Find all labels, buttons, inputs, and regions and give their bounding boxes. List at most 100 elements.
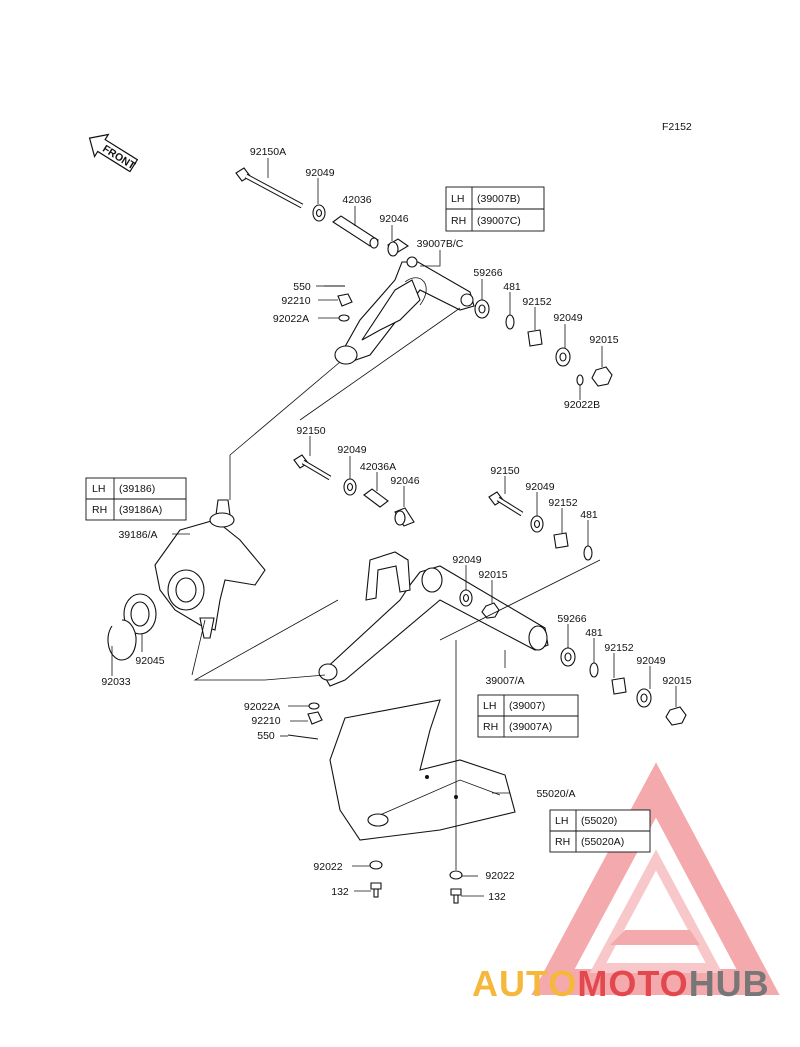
lower-a-arm <box>318 551 549 687</box>
table-upper-arm: LH (39007B) RH (39007C) <box>445 186 545 232</box>
label-92152-right: 92152 <box>548 497 577 509</box>
lower-rh-part: (39007A) <box>509 721 552 733</box>
label-92049-top2: 92049 <box>553 312 582 324</box>
label-39007A: 39007/A <box>485 675 524 687</box>
washer-92022-left <box>369 860 383 870</box>
label-92015-low: 92015 <box>478 569 507 581</box>
lower-lh-label: LH <box>483 700 496 712</box>
label-92049-right: 92049 <box>525 481 554 493</box>
bush-92046-mid <box>394 507 415 527</box>
svg-text:AUTOMOTOHUB: AUTOMOTOHUB <box>472 963 770 1004</box>
label-481-right: 481 <box>580 509 598 521</box>
upper-rh-label: RH <box>451 215 466 227</box>
label-92046-top: 92046 <box>379 213 408 225</box>
bolt-132-right <box>450 888 462 904</box>
bolt-132-left <box>370 882 382 898</box>
nut-92015-top <box>591 366 613 387</box>
label-92210-low: 92210 <box>251 715 280 727</box>
front-arrow-icon: FRONT <box>88 133 139 173</box>
label-92150A: 92150A <box>250 146 286 158</box>
bolt-92150A <box>235 167 304 209</box>
label-92049-low2: 92049 <box>636 655 665 667</box>
watermark-part2: MOTO <box>577 963 688 1004</box>
table-guard: LH (55020) RH (55020A) <box>549 809 651 853</box>
label-92033: 92033 <box>101 676 130 688</box>
label-550-low: 550 <box>257 730 275 742</box>
label-132-right: 132 <box>488 891 506 903</box>
ring-481-top <box>505 314 515 330</box>
steering-knuckle <box>154 499 266 639</box>
guard-lh-label: LH <box>555 815 568 827</box>
watermark-logo <box>531 762 780 995</box>
washer-92022A-top <box>338 314 350 322</box>
collar-92152-top <box>527 329 543 347</box>
watermark-text: AUTOMOTOHUB <box>472 963 770 1004</box>
collar-92152-low <box>611 677 627 695</box>
table-lower-arm: LH (39007) RH (39007A) <box>477 694 579 738</box>
label-92022A-low: 92022A <box>244 701 280 713</box>
label-550-top: 550 <box>293 281 311 293</box>
leader-lines <box>111 158 677 897</box>
label-42036: 42036 <box>342 194 371 206</box>
label-92045: 92045 <box>135 655 164 667</box>
nut-92015-low <box>481 602 500 619</box>
bush-92046-top <box>386 238 410 257</box>
nut-92015-low2 <box>665 706 687 726</box>
knuckle-lh-label: LH <box>92 483 105 495</box>
label-92210-top: 92210 <box>281 295 310 307</box>
label-55020A: 55020/A <box>536 788 575 800</box>
ring-481-right <box>583 545 593 561</box>
label-92046-mid: 92046 <box>390 475 419 487</box>
upper-rh-part: (39007C) <box>477 215 521 227</box>
label-59266-top: 59266 <box>473 267 502 279</box>
washer-92022-right <box>449 870 463 880</box>
label-39007BC: 39007B/C <box>417 238 464 250</box>
label-92022-right: 92022 <box>485 870 514 882</box>
upper-lh-part: (39007B) <box>477 193 520 205</box>
label-92049-top: 92049 <box>305 167 334 179</box>
label-92150: 92150 <box>296 425 325 437</box>
label-92015-top: 92015 <box>589 334 618 346</box>
nut-92210-top <box>337 293 353 307</box>
guard-rh-part: (55020A) <box>581 836 624 848</box>
callouts: 92150A 92049 42036 92046 39007B/C 550 92… <box>101 146 691 903</box>
label-92049-mid: 92049 <box>337 444 366 456</box>
upper-lh-label: LH <box>451 193 464 205</box>
label-92152-low: 92152 <box>604 642 633 654</box>
label-92022A-top: 92022A <box>273 313 309 325</box>
label-92049-low: 92049 <box>452 554 481 566</box>
washer-92022B <box>576 374 584 386</box>
nut-92210-low <box>307 711 323 725</box>
lower-lh-part: (39007) <box>509 700 545 712</box>
sleeve-42036 <box>332 215 379 249</box>
label-59266-low: 59266 <box>557 613 586 625</box>
bolt-92150-mid <box>293 454 332 481</box>
label-39186A: 39186/A <box>118 529 157 541</box>
upper-a-arm <box>334 256 475 365</box>
bearing-92045 <box>123 593 157 635</box>
knuckle-rh-label: RH <box>92 504 107 516</box>
label-92022-left: 92022 <box>313 861 342 873</box>
watermark-part3: HUB <box>689 963 770 1004</box>
figure-code: F2152 <box>662 121 692 133</box>
label-132-left: 132 <box>331 886 349 898</box>
label-92150-right: 92150 <box>490 465 519 477</box>
guard-rh-label: RH <box>555 836 570 848</box>
label-92152-top: 92152 <box>522 296 551 308</box>
watermark-part1: AUTO <box>472 963 577 1004</box>
collar-92152-right <box>553 532 569 549</box>
lower-rh-label: RH <box>483 721 498 733</box>
ring-481-low <box>589 662 599 678</box>
label-481-top: 481 <box>503 281 521 293</box>
knuckle-rh-part: (39186A) <box>119 504 162 516</box>
table-knuckle: LH (39186) RH (39186A) <box>85 477 187 521</box>
front-label: FRONT <box>100 143 138 173</box>
circlip-92033 <box>107 619 137 661</box>
label-42036A: 42036A <box>360 461 396 473</box>
bolt-92150-right <box>488 491 524 517</box>
washer-92022A-low <box>308 702 320 710</box>
label-481-low: 481 <box>585 627 603 639</box>
knuckle-lh-part: (39186) <box>119 483 155 495</box>
label-92022B: 92022B <box>564 399 600 411</box>
